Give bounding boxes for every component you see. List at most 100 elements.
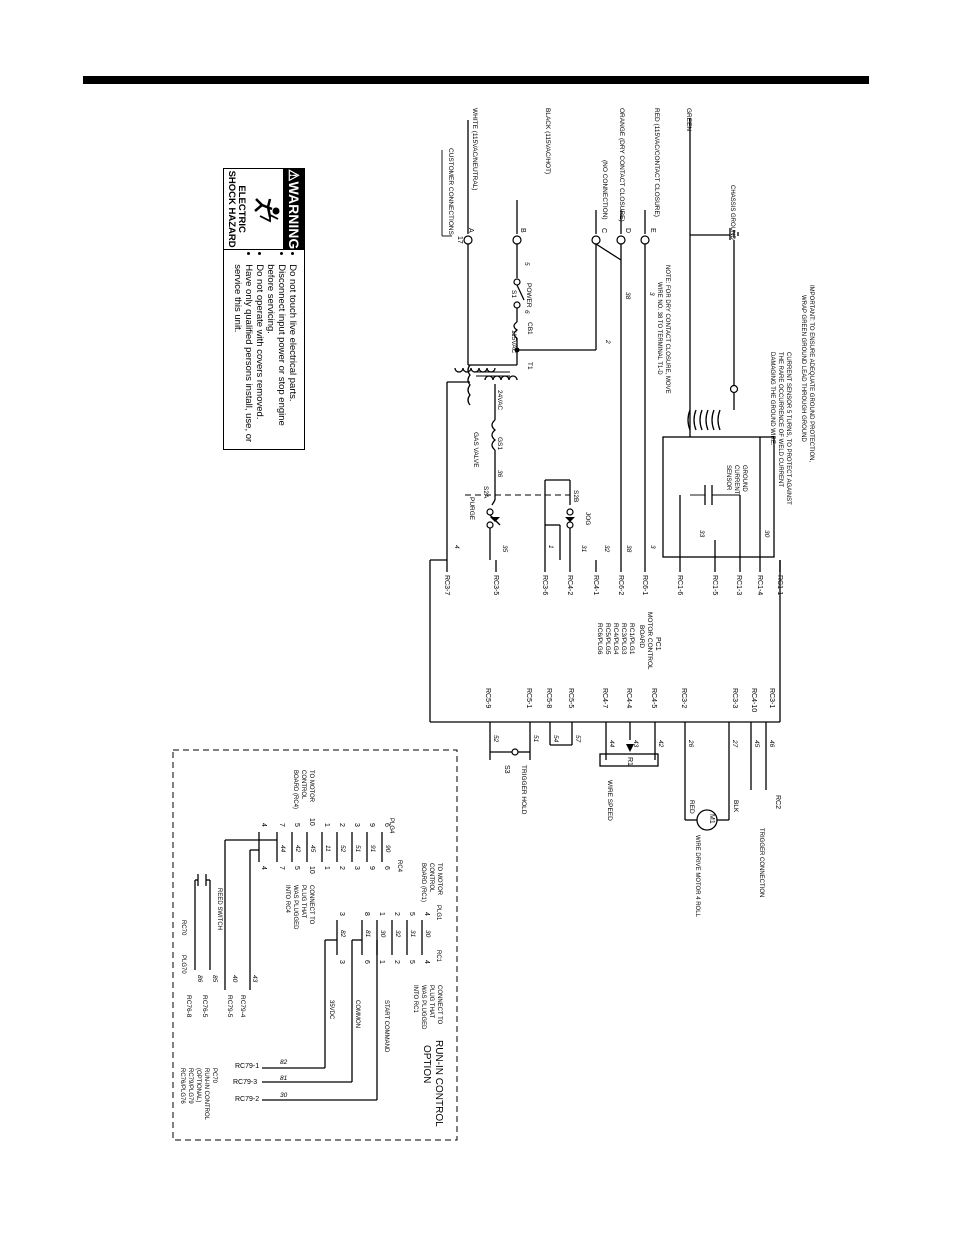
rwn-p1-30: 30 — [424, 930, 431, 938]
rc1-pin-3: 3 — [338, 960, 345, 964]
rc1-pin-5: 5 — [408, 960, 415, 964]
to-board-rc1-2: CONTROL — [428, 863, 434, 893]
r1-resistor — [599, 753, 659, 767]
rc1-pin-6: 6 — [363, 960, 370, 964]
terminal-letters: E D C B A 17 — [456, 228, 656, 244]
rwn-11: 11 — [324, 845, 331, 852]
wn-44: 44 — [608, 740, 615, 748]
shock-hazard-icon — [248, 169, 283, 249]
rc4-pin-5: 5 — [293, 866, 300, 870]
rc4-pin-10: 10 — [308, 866, 315, 874]
wn-3: 3 — [648, 292, 655, 296]
runin-option: RUN-IN CONTROL OPTION TO MOTOR CONTROL B… — [172, 749, 458, 1141]
rwn-90: 90 — [384, 845, 391, 853]
pin-rc4-4: RC4-4 — [625, 688, 632, 708]
rwn-p1-82: 82 — [339, 930, 346, 938]
s2a-label: S2A — [482, 486, 489, 499]
wn-46: 46 — [768, 740, 775, 748]
wire-label-white: WHITE (115VAC/NEUTRAL) — [471, 108, 478, 190]
rc76-8-label: RC76-8 — [185, 995, 192, 1018]
rwn-91: 91 — [369, 845, 376, 853]
warning-label: ⚠WARNING ELECTRIC SHOCK HAZARD Do not to… — [223, 168, 305, 450]
terminal-b — [512, 235, 522, 245]
pin-rc1-6: RC1-6 — [676, 575, 683, 595]
pin-rc5-5: RC5-5 — [567, 688, 574, 708]
gcs-label-2: CURRENT — [733, 465, 739, 495]
pin-rc4-5: RC4-5 — [650, 688, 657, 708]
wn-33: 33 — [698, 530, 705, 538]
connect-rc4-2: PLUG THAT — [300, 885, 306, 918]
pin-rc1-3: RC1-3 — [735, 575, 742, 595]
wn-32: 32 — [603, 545, 610, 553]
plg1-pin-8: 8 — [363, 912, 370, 916]
runin-title-2: OPTION — [421, 1045, 432, 1083]
plg4-pin-5: 5 — [293, 823, 300, 827]
wn-30: 30 — [763, 530, 770, 538]
reed-label: REED SWITCH — [216, 888, 222, 930]
connect-rc1-4: INTO RC1 — [412, 985, 418, 1014]
power-label: POWER — [525, 283, 532, 308]
rc79-2-label: RC79-2 — [235, 1096, 259, 1103]
v35-label: 35VDC — [328, 1000, 334, 1020]
to-board-rc4-3: BOARD (RC4) — [292, 770, 298, 809]
pin-rc4-10: RC4-10 — [750, 688, 757, 712]
pin-rc5-9: RC5-9 — [484, 688, 491, 708]
to-board-rc4-2: CONTROL — [300, 770, 306, 800]
rwn-43: 43 — [251, 975, 258, 983]
pin-rc5-1: RC5-1 — [525, 688, 532, 708]
rwn-42: 42 — [294, 845, 301, 853]
pin-rc3-6: RC3-6 — [541, 575, 548, 595]
plg4-pin-9: 9 — [368, 823, 375, 827]
to-board-rc4-1: TO MOTOR — [308, 770, 314, 803]
pin-rc1-4: RC1-4 — [756, 575, 763, 595]
pin-rc3-5: RC3-5 — [492, 575, 499, 595]
rwn-81: 81 — [280, 1075, 288, 1082]
term-t17: 17 — [456, 236, 463, 244]
important-note-2: WRAP GREEN GROUND LEAD THROUGH GROUND — [800, 295, 806, 442]
runin-dashed-box — [172, 749, 458, 1141]
rc4-pin-1: 1 — [323, 866, 330, 870]
rwn-p1-32: 32 — [394, 930, 401, 938]
plg4-wires — [224, 832, 383, 990]
hazard-line-2: SHOCK HAZARD — [226, 170, 237, 248]
term-e: E — [649, 228, 656, 233]
rc4-pin-7: 7 — [278, 866, 285, 870]
gas-purge-jog — [465, 419, 575, 560]
plg4-pin-10: 10 — [308, 818, 315, 826]
pc70-label: PC70 — [211, 1068, 217, 1084]
rc4-label: RC4 — [396, 860, 402, 873]
warning-heading: ⚠WARNING — [283, 169, 304, 250]
pc1-desc-1: BOARD — [638, 625, 645, 648]
pin-rc4-7: RC4-7 — [601, 688, 608, 708]
rc70-label: RC70 — [180, 920, 186, 936]
trigger-hold-label: TRIGGER HOLD — [520, 765, 527, 815]
left-wire-numbers: 5 6 2 38 3 36 35 4 1 31 32 38 3 33 30 — [453, 262, 770, 553]
pc1-desc-5: RC5/PLG5 — [604, 623, 611, 655]
motor-label: WIRE DRIVE MOTOR 4 ROLL — [694, 835, 700, 918]
plg1-pin-3: 3 — [338, 912, 345, 916]
wn-6: 6 — [523, 310, 530, 314]
rc1-pin-1: 1 — [378, 960, 385, 964]
plg4-label: PLG4 — [388, 818, 394, 834]
s2b-label: S2B — [572, 490, 579, 502]
rc79-pins: RC79-1 RC79-3 RC79-2 — [233, 1063, 259, 1103]
pin-rc5-8: RC5-8 — [545, 688, 552, 708]
connect-rc4-1: CONNECT TO — [308, 885, 314, 925]
wn-2: 2 — [604, 339, 611, 344]
terminal-d — [616, 235, 626, 245]
rwn-40: 40 — [231, 975, 238, 983]
pc1-desc-6: RC6/PLG6 — [596, 623, 603, 655]
rwn-51: 51 — [354, 845, 361, 853]
plg1-pin-5: 5 — [408, 912, 415, 916]
to-board-rc1-1: TO MOTOR — [436, 863, 442, 896]
rc1-label: RC1 — [435, 950, 441, 963]
gcs-label-3: SENSOR — [725, 465, 731, 491]
start-label: START COMMAND — [383, 1000, 389, 1053]
pin-rc6-2: RC6-2 — [617, 575, 624, 595]
plg4-pins: 6 9 3 2 1 10 5 7 4 6 9 3 2 1 10 5 7 4 — [260, 818, 390, 874]
term-a: A — [467, 228, 474, 233]
rwn-44: 44 — [279, 845, 286, 853]
rc79-4-label: RC79-4 — [239, 995, 246, 1018]
rc4-pin-9: 9 — [368, 866, 375, 870]
